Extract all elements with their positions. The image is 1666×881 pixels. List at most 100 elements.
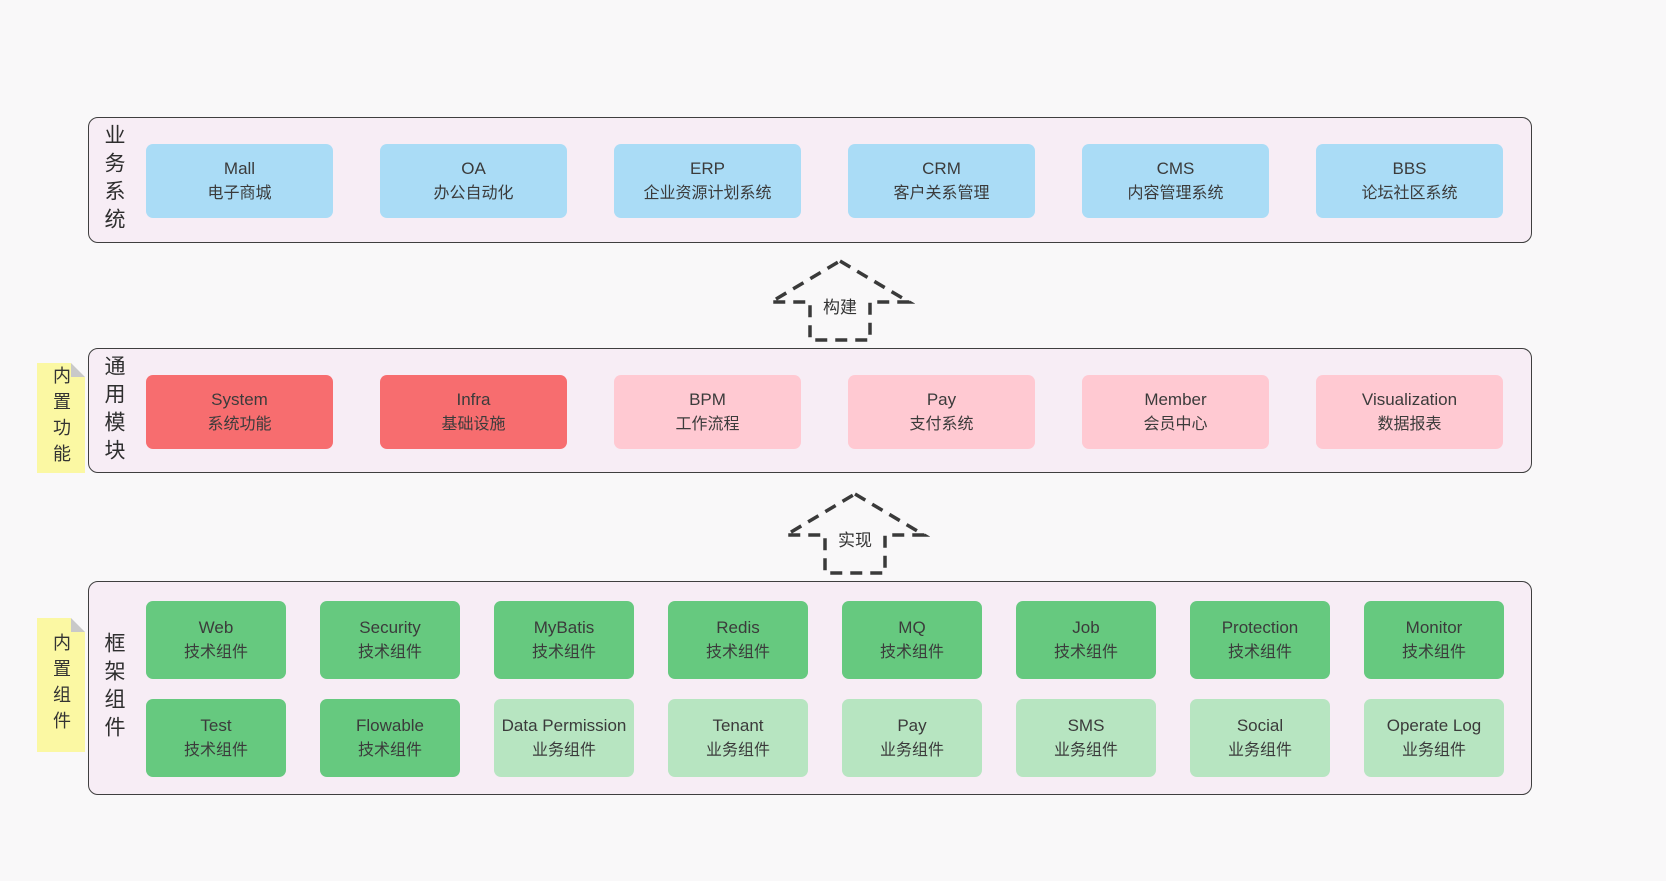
band-framework-label: 框架组件: [102, 582, 125, 794]
box-operate-log: Operate Log 业务组件: [1364, 699, 1504, 777]
implement-arrow-label: 实现: [835, 525, 875, 552]
sticky-text: 内置组件: [51, 633, 71, 737]
box-flowable: Flowable 技术组件: [320, 699, 460, 777]
box-title: Web: [198, 618, 234, 638]
box-test: Test 技术组件: [146, 699, 286, 777]
band-label-text: 通用模块: [102, 354, 125, 467]
box-sms: SMS 业务组件: [1016, 699, 1156, 777]
box-subtitle: 基础设施: [441, 415, 506, 433]
box-infra: Infra 基础设施: [380, 375, 567, 449]
box-title: Data Permission: [501, 716, 627, 736]
box-subtitle: 论坛社区系统: [1361, 184, 1458, 202]
box-title: Pay: [926, 390, 957, 410]
box-title: MQ: [898, 618, 926, 638]
box-subtitle: 支付系统: [909, 415, 974, 433]
box-title: SMS: [1067, 716, 1105, 736]
box-subtitle: 业务组件: [1401, 741, 1466, 759]
box-subtitle: 会员中心: [1143, 415, 1208, 433]
box-bbs: BBS 论坛社区系统: [1316, 144, 1503, 218]
box-title: Infra: [456, 390, 491, 410]
box-erp: ERP 企业资源计划系统: [614, 144, 801, 218]
box-title: Tenant: [712, 716, 764, 736]
business-boxes-row: Mall 电子商城 OA 办公自动化 ERP 企业资源计划系统 CRM 客户关系…: [146, 144, 1503, 218]
box-title: Job: [1072, 618, 1100, 638]
box-title: MyBatis: [533, 618, 595, 638]
box-subtitle: 业务组件: [705, 741, 770, 759]
up-arrow-icon: [780, 491, 930, 575]
box-subtitle: 技术组件: [1227, 643, 1292, 661]
box-subtitle: 技术组件: [531, 643, 596, 661]
sticky-built-in-features: 内置功能: [37, 363, 85, 473]
framework-rows: Web 技术组件 Security 技术组件 MyBatis 技术组件 Redi…: [146, 601, 1504, 777]
box-mq: MQ 技术组件: [842, 601, 982, 679]
box-mall: Mall 电子商城: [146, 144, 333, 218]
box-title: Flowable: [355, 716, 425, 736]
box-mybatis: MyBatis 技术组件: [494, 601, 634, 679]
box-subtitle: 数据报表: [1377, 415, 1442, 433]
band-framework-components: 框架组件 Web 技术组件 Security 技术组件 MyBatis 技术组件…: [88, 581, 1532, 795]
band-common-label: 通用模块: [102, 349, 125, 472]
box-subtitle: 技术组件: [1401, 643, 1466, 661]
box-subtitle: 系统功能: [207, 415, 272, 433]
box-title: Operate Log: [1386, 716, 1482, 736]
box-subtitle: 技术组件: [1053, 643, 1118, 661]
sticky-text: 内置功能: [51, 366, 71, 470]
box-protection: Protection 技术组件: [1190, 601, 1330, 679]
sticky-built-in-components: 内置组件: [37, 618, 85, 752]
box-oa: OA 办公自动化: [380, 144, 567, 218]
box-title: Test: [200, 716, 232, 736]
box-title: Visualization: [1361, 390, 1458, 410]
box-subtitle: 技术组件: [879, 643, 944, 661]
box-tenant: Tenant 业务组件: [668, 699, 808, 777]
box-subtitle: 技术组件: [357, 643, 422, 661]
box-title: Pay: [897, 716, 927, 736]
box-subtitle: 客户关系管理: [893, 184, 990, 202]
box-redis: Redis 技术组件: [668, 601, 808, 679]
box-crm: CRM 客户关系管理: [848, 144, 1035, 218]
box-cms: CMS 内容管理系统: [1082, 144, 1269, 218]
box-title: Protection: [1221, 618, 1299, 638]
box-pay-module: Pay 支付系统: [848, 375, 1035, 449]
box-subtitle: 业务组件: [879, 741, 944, 759]
box-title: BPM: [689, 390, 726, 410]
box-web: Web 技术组件: [146, 601, 286, 679]
implement-arrow: 实现: [780, 489, 930, 577]
box-subtitle: 技术组件: [183, 741, 248, 759]
box-social: Social 业务组件: [1190, 699, 1330, 777]
band-label-text: 框架组件: [102, 632, 125, 744]
box-subtitle: 内容管理系统: [1127, 184, 1224, 202]
band-business-systems: 业务系统 Mall 电子商城 OA 办公自动化 ERP 企业资源计划系统 CRM…: [88, 117, 1532, 243]
folded-corner-icon: [71, 618, 85, 632]
box-subtitle: 办公自动化: [433, 184, 514, 202]
box-visualization: Visualization 数据报表: [1316, 375, 1503, 449]
box-subtitle: 企业资源计划系统: [643, 184, 772, 202]
framework-row-1: Web 技术组件 Security 技术组件 MyBatis 技术组件 Redi…: [146, 601, 1504, 679]
box-job: Job 技术组件: [1016, 601, 1156, 679]
box-subtitle: 技术组件: [705, 643, 770, 661]
box-subtitle: 技术组件: [357, 741, 422, 759]
box-subtitle: 电子商城: [207, 184, 272, 202]
build-arrow-label: 构建: [820, 292, 860, 319]
box-subtitle: 业务组件: [531, 741, 596, 759]
box-subtitle: 业务组件: [1053, 741, 1118, 759]
box-bpm: BPM 工作流程: [614, 375, 801, 449]
box-security: Security 技术组件: [320, 601, 460, 679]
box-title: CRM: [922, 159, 961, 179]
framework-row-2: Test 技术组件 Flowable 技术组件 Data Permission …: [146, 699, 1504, 777]
box-title: Member: [1144, 390, 1207, 410]
box-title: OA: [461, 159, 486, 179]
box-title: CMS: [1156, 159, 1195, 179]
band-common-modules: 通用模块 System 系统功能 Infra 基础设施 BPM 工作流程 Pay…: [88, 348, 1532, 473]
build-arrow: 构建: [765, 256, 915, 344]
box-title: ERP: [690, 159, 725, 179]
box-subtitle: 工作流程: [675, 415, 740, 433]
box-title: Redis: [716, 618, 760, 638]
box-title: Social: [1236, 716, 1284, 736]
box-data-permission: Data Permission 业务组件: [494, 699, 634, 777]
band-label-text: 业务系统: [102, 124, 125, 236]
box-title: Security: [359, 618, 421, 638]
box-title: Mall: [223, 159, 256, 179]
common-boxes-row: System 系统功能 Infra 基础设施 BPM 工作流程 Pay 支付系统…: [146, 375, 1503, 449]
box-title: Monitor: [1405, 618, 1463, 638]
